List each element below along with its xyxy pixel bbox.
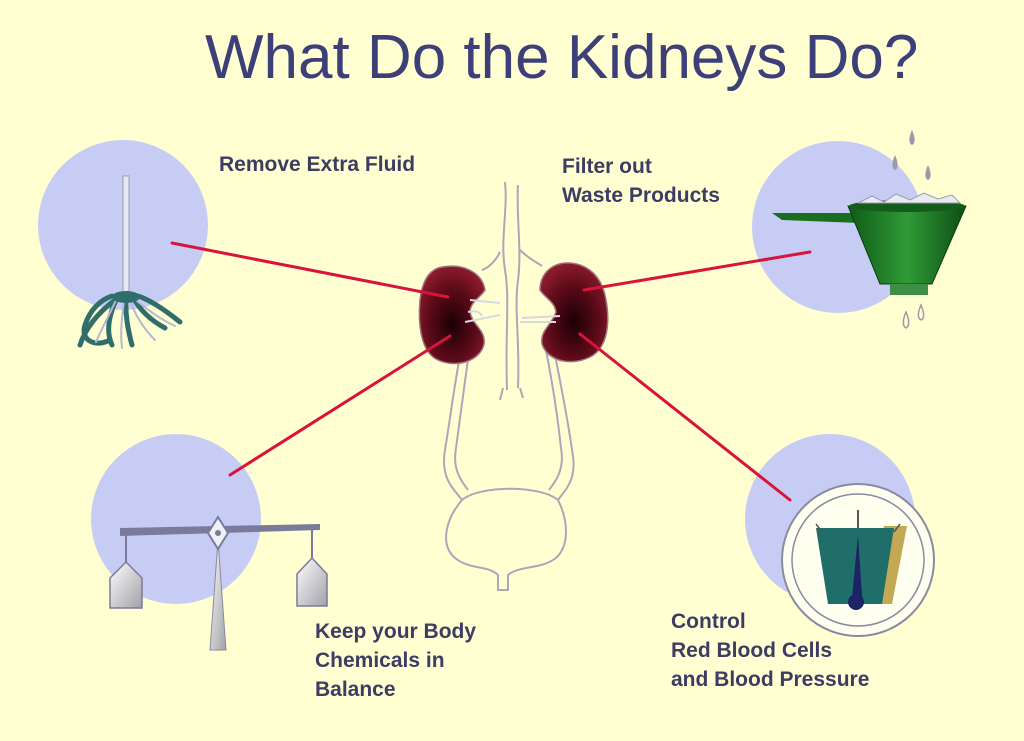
balance-scale-icon — [109, 515, 328, 651]
connector-balance — [228, 334, 452, 477]
label-balance-line-1: Keep your Body — [315, 620, 477, 643]
label-remove-fluid: Remove Extra Fluid — [219, 150, 415, 179]
label-control-line-3: and Blood Pressure — [671, 668, 870, 691]
gauge-icon — [781, 483, 935, 637]
label-filter-waste-line-1: Filter out — [562, 155, 652, 178]
label-control: Control Red Blood Cells and Blood Pressu… — [671, 607, 869, 694]
connector-remove-fluid — [170, 241, 450, 299]
mop-icon — [77, 175, 183, 349]
connector-lines — [170, 241, 812, 502]
label-balance-line-3: Balance — [315, 678, 396, 701]
label-remove-fluid-text: Remove Extra Fluid — [219, 153, 416, 176]
kidneys-diagram — [443, 181, 575, 591]
label-control-line-1: Control — [671, 610, 746, 633]
funnel-icon — [772, 130, 967, 329]
page-title: What Do the Kidneys Do? — [205, 23, 919, 92]
label-filter-waste: Filter out Waste Products — [562, 152, 720, 210]
left-kidney — [418, 265, 501, 365]
label-balance: Keep your Body Chemicals in Balance — [315, 617, 476, 704]
connector-filter-waste — [582, 250, 812, 292]
label-filter-waste-line-2: Waste Products — [562, 184, 720, 207]
connector-control — [578, 332, 792, 502]
label-control-line-2: Red Blood Cells — [671, 639, 833, 662]
label-balance-line-2: Chemicals in — [315, 649, 445, 672]
